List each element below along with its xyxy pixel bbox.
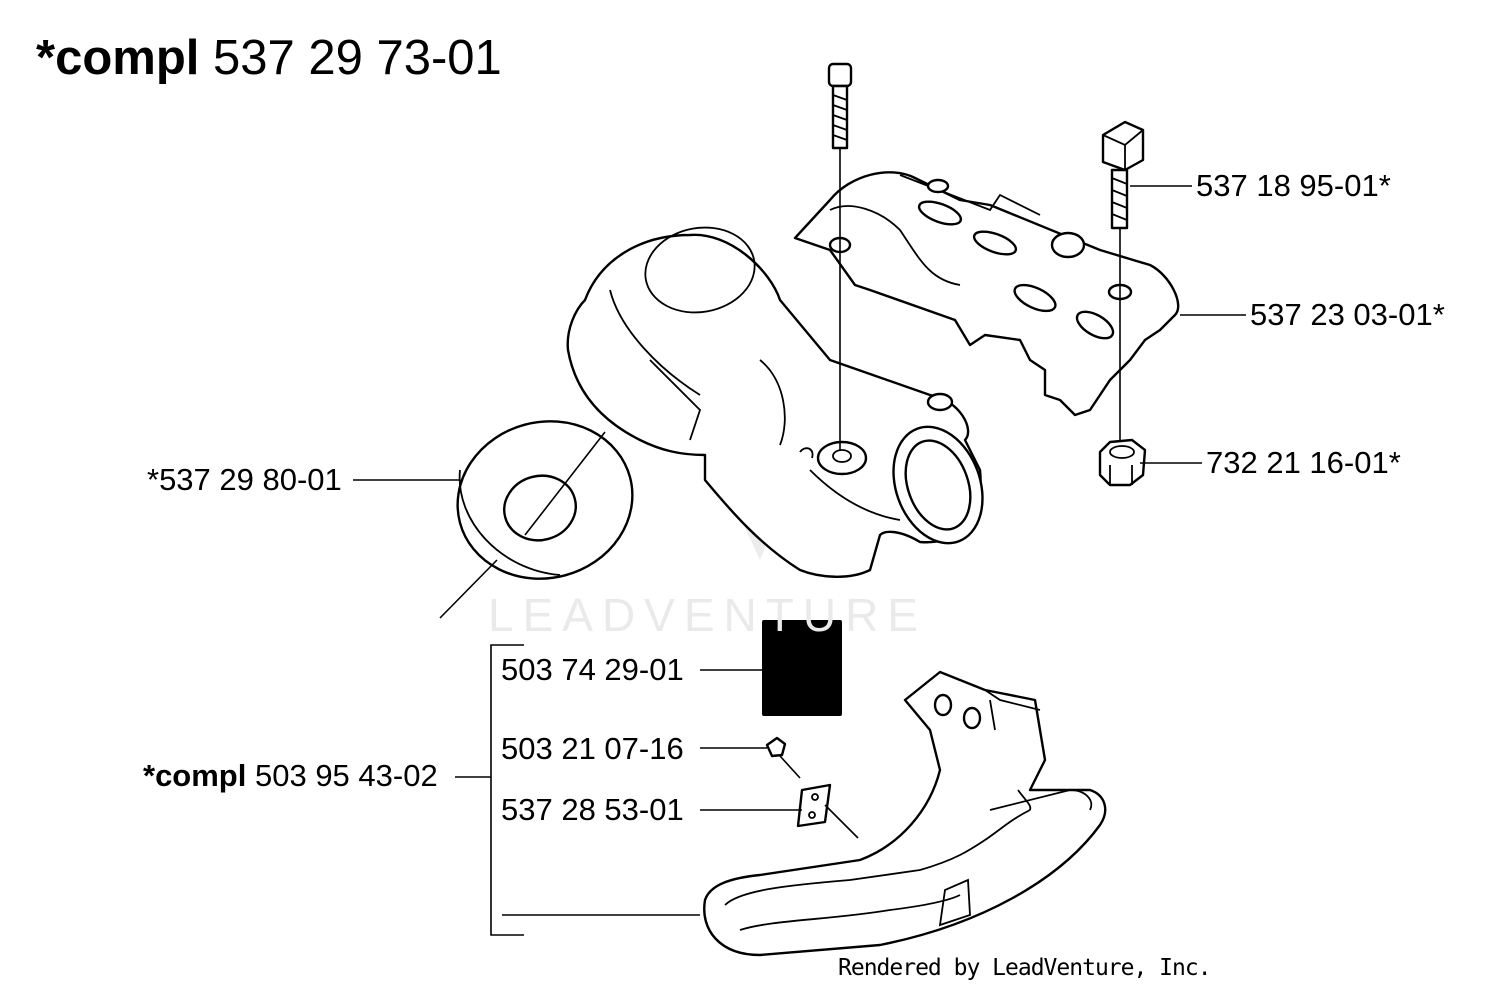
clamp-plate-drawing: [796, 783, 859, 839]
shield-plate-drawing: [793, 171, 1180, 417]
decal-drawing: [762, 620, 842, 716]
guard-assembly-number: 503 95 43-02: [254, 758, 438, 793]
callout-bolt-with-nut-insert[interactable]: 537 18 95-01*: [1196, 168, 1391, 203]
callout-decal[interactable]: 503 74 29-01: [501, 652, 684, 687]
trimmer-guard-drawing: [703, 670, 1107, 957]
callout-leaders: [353, 185, 1246, 936]
callout-clamp-plate[interactable]: 537 28 53-01: [501, 792, 684, 827]
lock-nut-drawing: [1098, 438, 1147, 487]
callout-lock-nut[interactable]: 732 21 16-01*: [1206, 445, 1401, 480]
bolt-insert-drawing: [1101, 120, 1145, 445]
washer-drawing: [439, 420, 634, 619]
render-credit: Rendered by LeadVenture, Inc.: [838, 955, 1212, 981]
callout-guard-assembly[interactable]: *compl 503 95 43-02: [143, 758, 438, 794]
screw-drawing: [765, 736, 801, 779]
callout-screw[interactable]: 503 21 07-16: [501, 731, 684, 766]
socket-bolt-drawing: [827, 62, 853, 450]
assembly-title: *compl 537 29 73-01: [36, 30, 502, 86]
guard-assembly-prefix: *compl: [143, 758, 247, 793]
assembly-title-prefix: *compl: [36, 31, 200, 85]
assembly-title-number: 537 29 73-01: [213, 31, 502, 85]
callout-washer[interactable]: *537 29 80-01: [147, 462, 342, 497]
callout-shield-plate[interactable]: 537 23 03-01*: [1250, 297, 1445, 332]
gear-housing: [566, 226, 984, 578]
watermark-text: LEADVENTURE: [488, 589, 927, 641]
